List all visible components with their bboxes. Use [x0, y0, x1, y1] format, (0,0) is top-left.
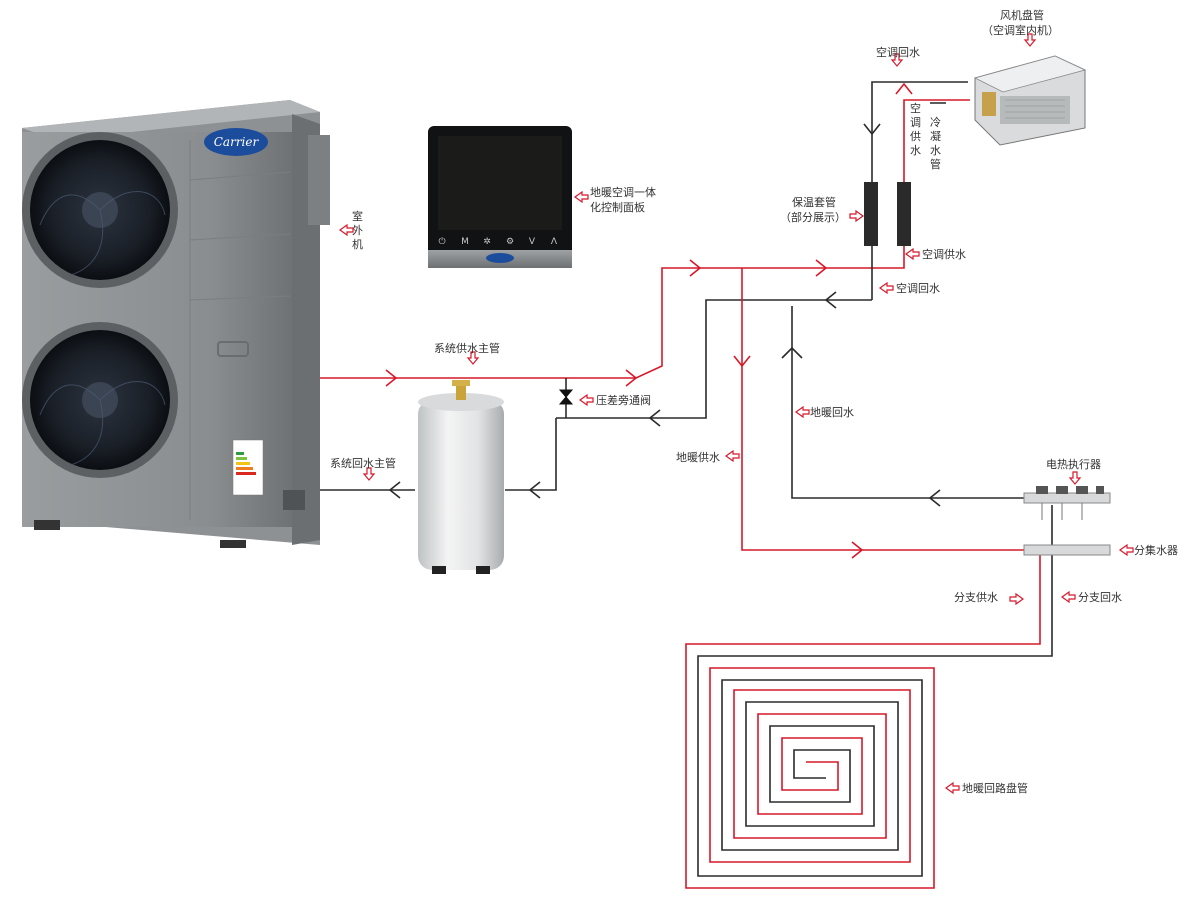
outdoor-unit: Carrier 室 外 机 — [22, 100, 363, 548]
flow-arrows — [385, 82, 941, 559]
floor-coil-label: 地暖回路盘管 — [962, 781, 1028, 795]
control-panel-label-line2: 化控制面板 — [590, 200, 645, 214]
electric-actuator-label: 电热执行器 — [1046, 457, 1101, 471]
bypass-valve-icon — [558, 389, 574, 405]
up-button: Λ — [551, 237, 558, 247]
branch-supply-label: 分支供水 — [954, 590, 998, 604]
control-panel: ⏻ M ✲ ⚙ V Λ 地暖空调一体 化控制面板 — [428, 126, 656, 268]
down-button: V — [529, 237, 536, 247]
settings-button-icon: ⚙ — [506, 237, 514, 247]
ac-return-label: 空调回水 — [896, 281, 940, 295]
system-return-main-label: 系统回水主管 — [330, 456, 396, 470]
outline-arrow-icon — [338, 223, 354, 237]
fan-coil-unit — [930, 55, 1087, 146]
ac-supply-vertical-3: 供 — [910, 129, 921, 143]
condensate-vertical-3: 水 — [930, 144, 941, 157]
outline-arrow-icon — [573, 190, 589, 204]
power-button-icon: ⏻ — [438, 236, 445, 247]
ac-supply-vertical-2: 调 — [910, 116, 921, 129]
outdoor-unit-label-2: 外 — [352, 224, 363, 237]
floor-return-label: 地暖回水 — [810, 406, 854, 419]
insulation-sleeves — [864, 182, 911, 246]
energy-label-bars — [236, 452, 256, 475]
mode-button: M — [461, 237, 469, 247]
ac-return-pipe — [556, 299, 872, 419]
brand-text: Carrier — [214, 135, 260, 149]
ac-return-top-label: 空调回水 — [876, 45, 920, 59]
outdoor-unit-label-3: 机 — [352, 237, 363, 251]
condensate-vertical-1: 冷 — [930, 116, 941, 129]
floor-return-pipe — [791, 306, 1030, 499]
floor-supply-pipe — [741, 268, 1030, 551]
floor-coil-supply — [685, 555, 1041, 889]
ac-supply-vertical-4: 水 — [910, 144, 921, 157]
carrier-logo — [204, 128, 268, 156]
insulation-label-line2: （部分展示） — [780, 210, 846, 224]
system-supply-pipe — [320, 267, 870, 379]
system-supply-main-label: 系统供水主管 — [434, 341, 500, 355]
pipes — [320, 81, 1053, 889]
labels: 系统供水主管 系统回水主管 压差旁通阀 地暖供水 地暖回水 空调供水 空调回水 … — [330, 8, 1178, 795]
condensate-vertical-2: 凝 — [930, 129, 941, 143]
floor-supply-label: 地暖供水 — [676, 450, 720, 464]
buffer-tank — [418, 380, 504, 574]
insulation-label-line1: 保温套管 — [792, 195, 836, 209]
manifold — [1023, 486, 1111, 556]
branch-return-label: 分支回水 — [1078, 591, 1122, 604]
outdoor-unit-label-1: 室 — [352, 209, 363, 223]
fan-coil-label-line1: 风机盘管 — [1000, 8, 1044, 22]
condensate-vertical-4: 管 — [930, 157, 941, 171]
fan-coil-label-line2: （空调室内机） — [982, 23, 1059, 37]
bypass-valve-label: 压差旁通阀 — [596, 393, 651, 407]
ac-supply-label: 空调供水 — [922, 247, 966, 261]
manifold-label: 分集水器 — [1134, 543, 1178, 557]
ac-supply-vertical-1: 空 — [910, 101, 921, 115]
hint-arrows — [362, 33, 1134, 795]
floor-coil-return — [697, 505, 1053, 877]
return-to-tank-pipe — [505, 418, 557, 491]
fan-button-icon: ✲ — [483, 237, 491, 247]
control-panel-label-line1: 地暖空调一体 — [590, 185, 656, 199]
